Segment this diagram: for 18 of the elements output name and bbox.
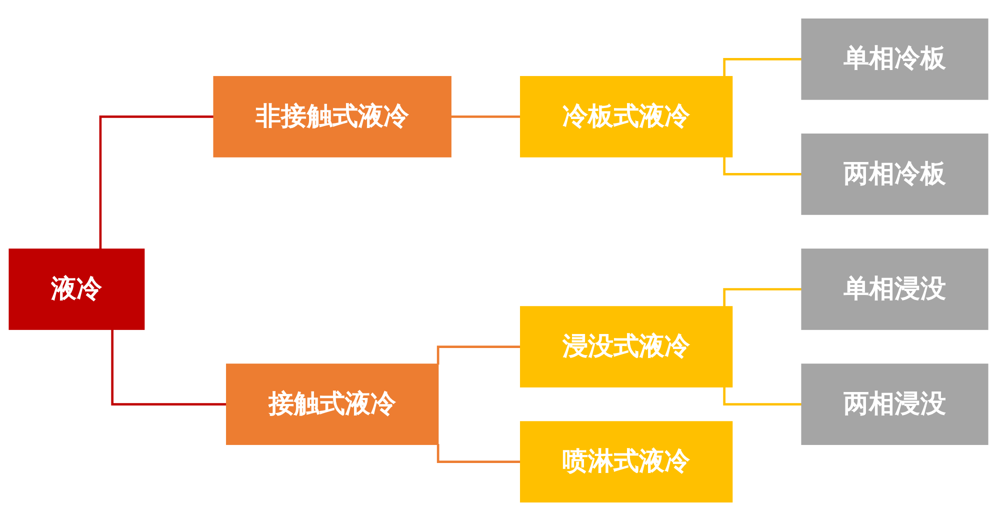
- connector: [436, 444, 521, 463]
- node-box: 非接触式液冷: [213, 76, 452, 158]
- node-box: 喷淋式液冷: [520, 421, 733, 502]
- node-box: 两相浸没: [801, 364, 988, 445]
- connector: [723, 386, 802, 406]
- node-box: 浸没式液冷: [520, 306, 733, 388]
- node-box: 冷板式液冷: [520, 76, 733, 158]
- connector: [723, 288, 802, 307]
- connector: [111, 329, 227, 406]
- node-box: 液冷: [8, 248, 145, 330]
- connector: [723, 58, 802, 77]
- connector: [723, 156, 802, 176]
- node-box: 单相冷板: [801, 18, 988, 100]
- connector: [99, 116, 214, 250]
- connector: [450, 116, 521, 118]
- node-box: 单相浸没: [801, 248, 988, 330]
- node-box: 两相冷板: [801, 134, 988, 215]
- connector: [436, 346, 521, 365]
